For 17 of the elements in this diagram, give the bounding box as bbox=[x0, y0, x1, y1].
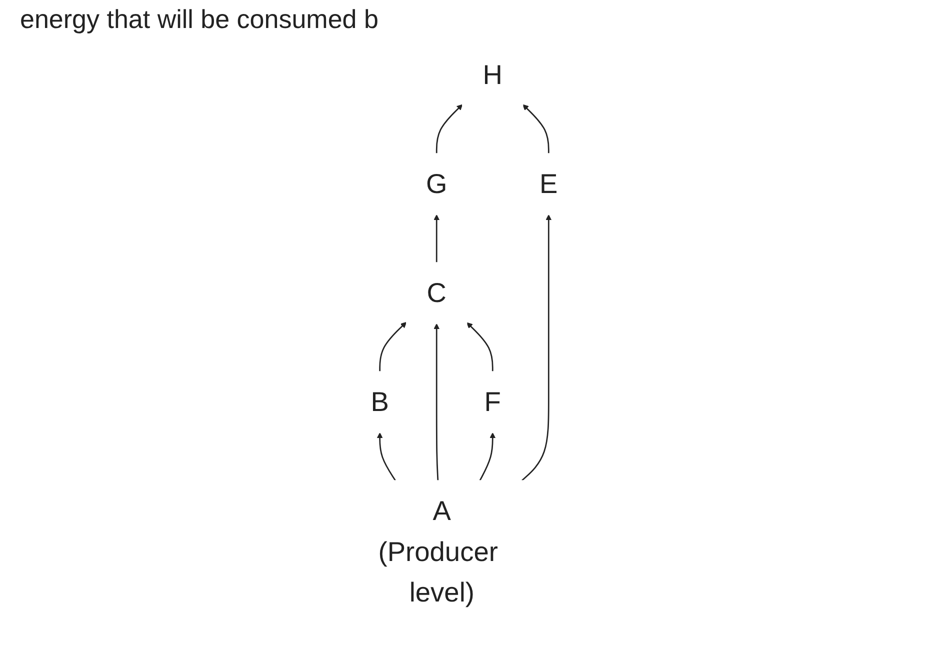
arrow bbox=[436, 104, 463, 154]
node-text: B bbox=[371, 387, 390, 418]
node-text: F bbox=[484, 387, 502, 418]
node-text: C bbox=[427, 278, 447, 308]
arrow bbox=[466, 322, 494, 372]
arrow bbox=[522, 214, 552, 481]
node-text: A (Producer level) bbox=[378, 496, 498, 608]
note-text: energy that will be consumed b bbox=[20, 4, 380, 35]
node-text: E bbox=[540, 169, 558, 200]
node-text: H bbox=[483, 60, 503, 90]
arrow bbox=[480, 432, 496, 481]
arrow bbox=[434, 324, 440, 481]
arrow bbox=[379, 322, 407, 372]
arrow bbox=[377, 432, 396, 481]
node-text: G bbox=[426, 169, 448, 200]
arrow bbox=[434, 214, 440, 262]
arrow bbox=[522, 104, 550, 154]
